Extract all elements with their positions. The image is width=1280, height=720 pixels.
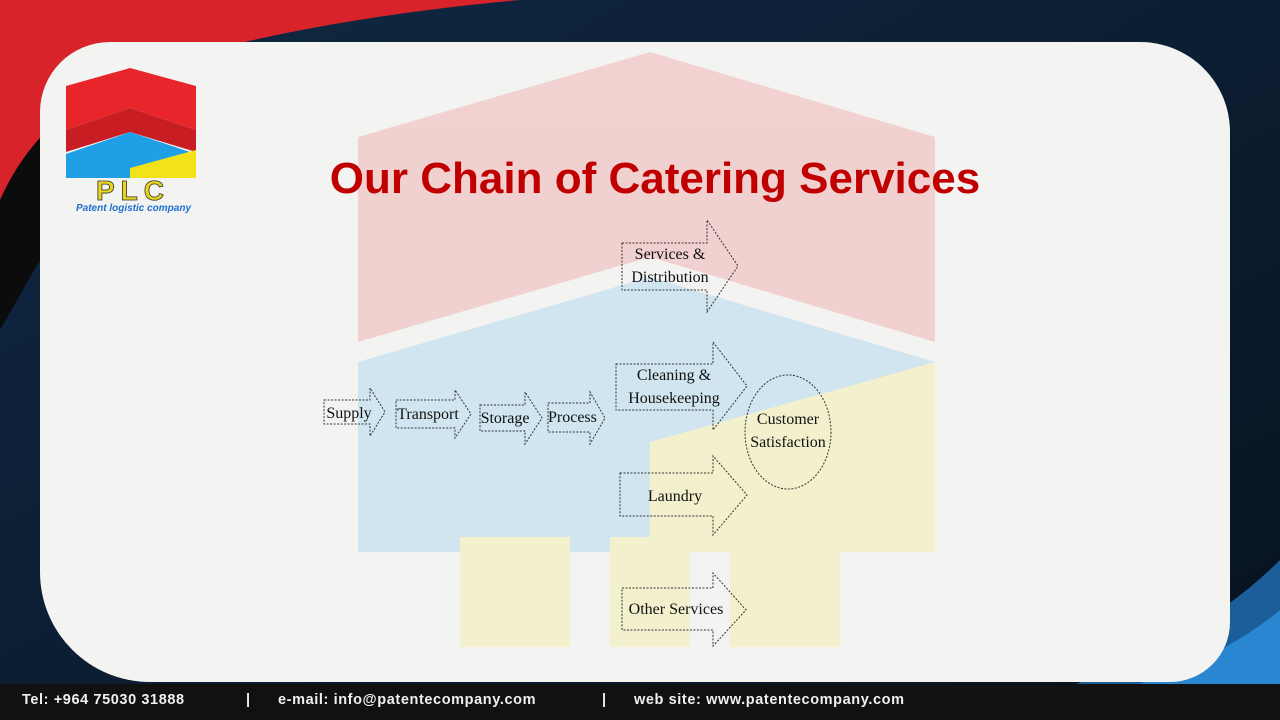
process-label: Process <box>548 409 597 426</box>
catering-chain-diagram: Supply Transport Storage Process Service… <box>300 210 860 660</box>
laundry-label: Laundry <box>647 488 703 505</box>
diagram-shapes <box>323 218 832 648</box>
customer-satisfaction-label: Customer Satisfaction <box>750 411 826 451</box>
supply-label: Supply <box>326 405 372 422</box>
process-arrow <box>547 390 606 446</box>
page-title: Our Chain of Catering Services <box>329 154 981 203</box>
services-distribution-label: Services & Distribution <box>631 246 709 286</box>
footer-website: web site: www.patentecompany.com <box>634 692 905 708</box>
transport-label: Transport <box>397 406 459 423</box>
footer-email: e-mail: info@patentecompany.com <box>278 692 537 708</box>
other-services-arrow <box>621 571 747 648</box>
footer-tel: Tel: +964 75030 31888 <box>22 692 185 708</box>
plc-logo-icon: PLC <box>66 68 196 206</box>
services-distribution-arrow <box>621 218 739 314</box>
footer-separator-2: | <box>602 692 607 708</box>
content-panel <box>40 42 1230 682</box>
transport-arrow <box>395 388 472 440</box>
storage-arrow <box>479 390 543 446</box>
footer-separator-1: | <box>246 692 251 708</box>
logo-tagline: Patent logistic company <box>75 203 192 214</box>
cleaning-housekeeping-label: Cleaning & Housekeeping <box>628 367 720 407</box>
laundry-arrow <box>619 454 748 537</box>
plc-watermark-icon <box>358 52 935 647</box>
other-services-label: Other Services <box>628 601 724 618</box>
logo-initials: PLC <box>96 175 170 206</box>
footer-bar <box>0 684 1280 720</box>
storage-label: Storage <box>480 410 530 427</box>
supply-arrow <box>323 386 386 438</box>
customer-satisfaction-circle <box>744 374 832 490</box>
